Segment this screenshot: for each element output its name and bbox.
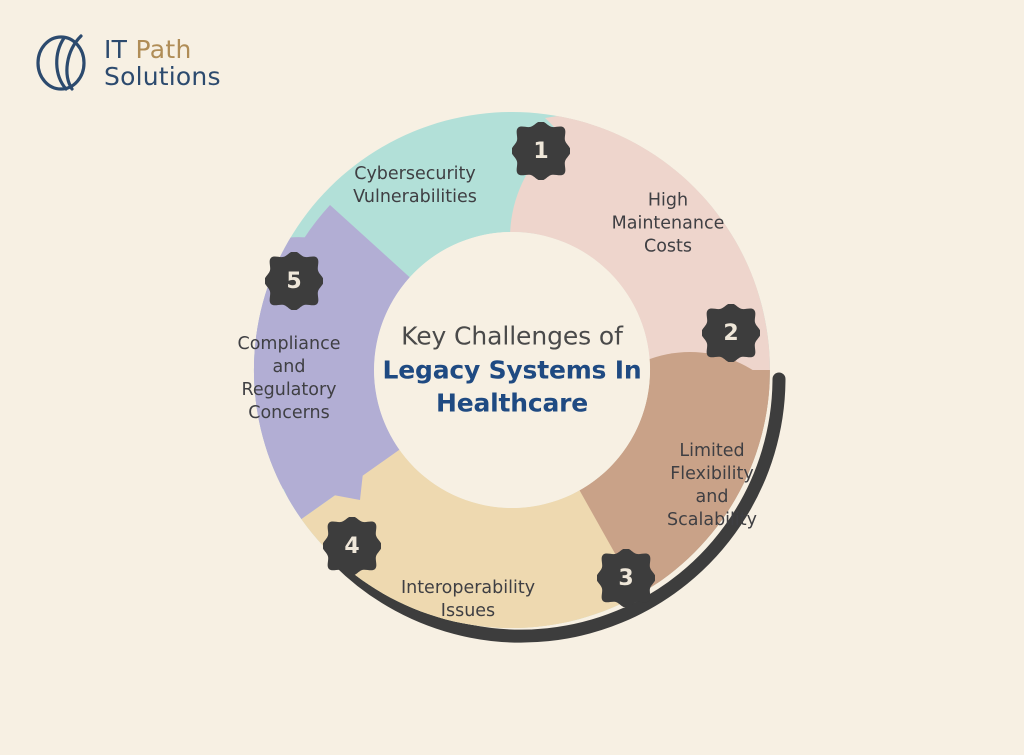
it-path-solutions-logo-mark-icon xyxy=(34,31,96,93)
starburst-badge-icon xyxy=(265,252,323,310)
segment-badge-2-number: 2 xyxy=(723,320,739,346)
segment-badge-5[interactable]: 5 xyxy=(265,252,323,310)
logo-line-1: IT Path xyxy=(104,36,221,63)
starburst-badge-icon xyxy=(323,517,381,575)
segment-badge-1-number: 1 xyxy=(533,138,549,164)
segment-badge-1[interactable]: 1 xyxy=(512,122,570,180)
donut-inner-circle xyxy=(374,232,650,508)
logo-wordmark: IT Path Solutions xyxy=(104,36,221,90)
segment-badge-3[interactable]: 3 xyxy=(597,549,655,607)
starburst-badge-icon xyxy=(512,122,570,180)
starburst-badge-icon xyxy=(702,304,760,362)
segment-badge-4[interactable]: 4 xyxy=(323,517,381,575)
segment-badge-3-number: 3 xyxy=(618,565,634,591)
donut-shadow xyxy=(332,372,786,643)
logo-text-solutions: Solutions xyxy=(104,62,221,91)
segment-badge-2[interactable]: 2 xyxy=(702,304,760,362)
starburst-badge-icon xyxy=(597,549,655,607)
logo-text-it: IT xyxy=(104,35,136,64)
segment-badge-4-number: 4 xyxy=(344,533,360,559)
logo-text-path: Path xyxy=(135,35,192,64)
logo: IT Path Solutions xyxy=(34,31,221,93)
segment-5-cap xyxy=(253,237,382,500)
segment-badge-5-number: 5 xyxy=(286,268,302,294)
